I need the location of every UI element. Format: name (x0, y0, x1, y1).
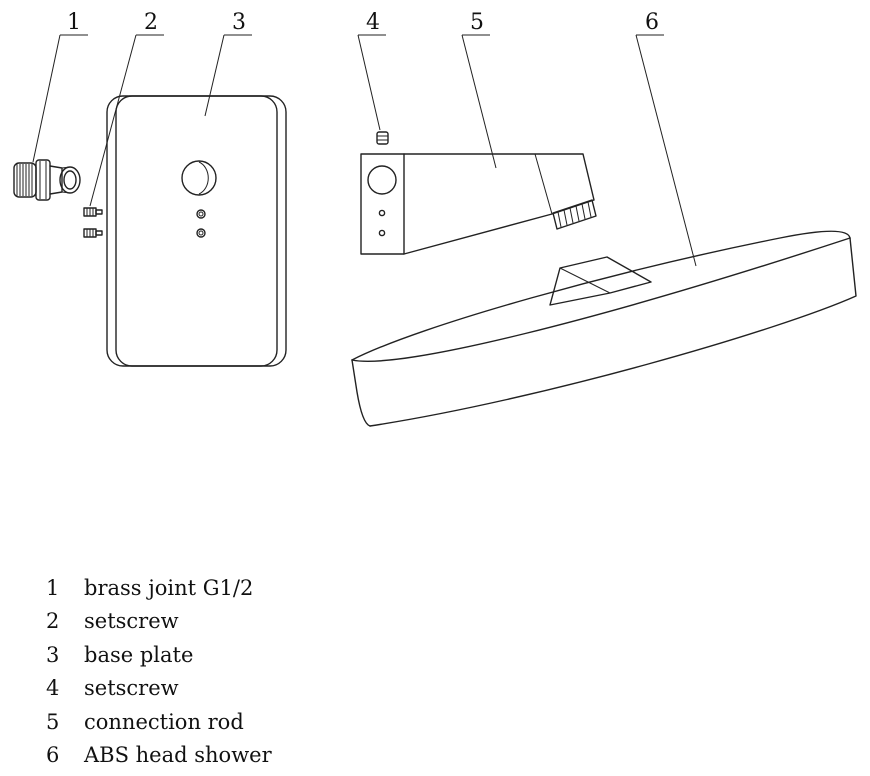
callout-1-number: 1 (67, 10, 81, 35)
callout-6-number: 6 (645, 10, 659, 35)
callout-3: 3 (204, 10, 252, 117)
legend-item-name: connection rod (84, 709, 244, 734)
callout-5: 5 (461, 10, 497, 169)
legend-item-name: ABS head shower (84, 742, 272, 767)
legend-item-number: 5 (46, 709, 60, 734)
legend-item-number: 4 (46, 676, 60, 701)
callout-4: 4 (357, 10, 386, 131)
callout-2-number: 2 (144, 10, 158, 35)
callout-6: 6 (635, 10, 697, 267)
legend-item: 1 brass joint G1/2 (46, 572, 272, 605)
legend-item-name: brass joint G1/2 (84, 576, 254, 600)
legend-item-name: setscrew (84, 609, 179, 634)
legend-item-name: setscrew (84, 676, 179, 701)
legend-item: 3 base plate (46, 639, 272, 672)
legend-item-name: base plate (84, 642, 194, 667)
connection-rod-part (360, 153, 597, 255)
legend-item-number: 1 (46, 576, 60, 600)
legend-item: 6 ABS head shower (46, 739, 272, 772)
legend-item: 5 connection rod (46, 706, 272, 739)
legend-item-number: 2 (46, 609, 60, 634)
legend-item: 4 setscrew (46, 672, 272, 705)
head-shower-part (351, 230, 857, 427)
callout-3-number: 3 (232, 10, 246, 35)
callout-4-number: 4 (366, 10, 380, 35)
base-plate-part (106, 95, 287, 367)
grub-screw-part (376, 131, 389, 145)
setscrews-part (83, 207, 103, 238)
legend-item-number: 6 (46, 742, 60, 767)
callout-5-number: 5 (470, 10, 484, 35)
legend-item: 2 setscrew (46, 605, 272, 638)
legend-item-number: 3 (46, 642, 60, 667)
brass-joint-part (13, 159, 81, 201)
callout-2: 2 (89, 10, 164, 207)
callout-1: 1 (32, 10, 88, 163)
exploded-assembly-drawing: 1 2 3 4 5 6 (13, 10, 857, 427)
